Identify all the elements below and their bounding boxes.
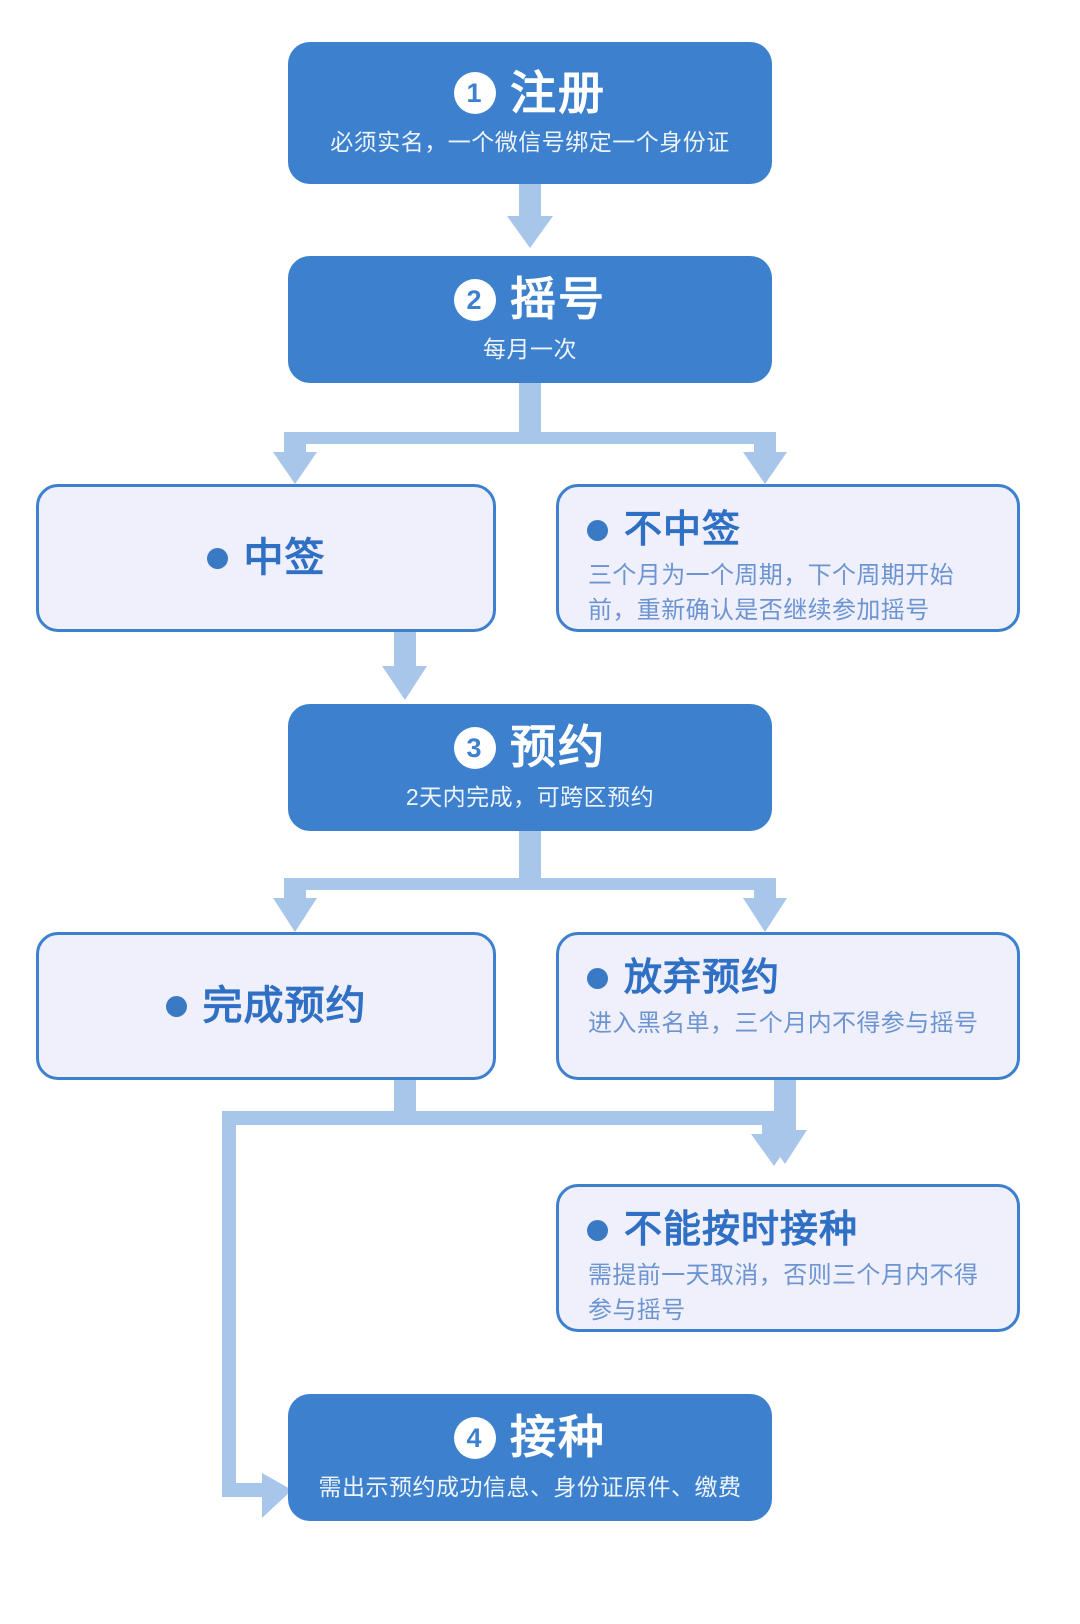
register-step-number: 1 [454, 72, 496, 115]
register-title-row: 1 注册 [454, 68, 606, 119]
appointment-done-title: 完成预约 [202, 984, 367, 1028]
lose-head: 不中签 [587, 509, 989, 551]
node-cannot-attend[interactable]: 不能按时接种 需提前一天取消，否则三个月内不得参与摇号 [556, 1184, 1020, 1332]
win-title: 中签 [243, 536, 326, 580]
win-head: 中签 [206, 536, 326, 580]
appointment-abandon-title: 放弃预约 [624, 957, 781, 999]
appointment-done-head: 完成预约 [165, 984, 367, 1028]
lottery-title: 摇号 [510, 273, 606, 326]
bullet-icon [165, 995, 187, 1017]
appointment-abandon-head: 放弃预约 [587, 957, 989, 999]
register-title: 注册 [510, 66, 606, 119]
register-subtitle: 必须实名，一个微信号绑定一个身份证 [330, 129, 730, 156]
vaccinate-subtitle: 需出示预约成功信息、身份证原件、缴费 [318, 1473, 742, 1500]
cannot-attend-head: 不能按时接种 [587, 1209, 989, 1251]
appointment-step-number: 3 [454, 726, 496, 769]
lose-inner: 不中签 三个月为一个周期，下个周期开始前，重新确认是否继续参加摇号 [559, 487, 1017, 628]
bullet-icon [587, 520, 608, 542]
edge-done-to-vaccinate [222, 1111, 292, 1518]
cannot-attend-description: 需提前一天取消，否则三个月内不得参与摇号 [588, 1261, 979, 1324]
node-appointment-done[interactable]: 完成预约 [36, 932, 496, 1080]
bullet-icon [587, 1220, 608, 1242]
cannot-attend-title: 不能按时接种 [624, 1209, 859, 1251]
edge-lottery-split [273, 382, 787, 484]
lottery-title-row: 2 摇号 [454, 274, 606, 325]
bullet-icon [587, 968, 608, 990]
appointment-title: 预约 [510, 721, 606, 774]
edge-appointment-split [273, 830, 787, 932]
vaccinate-step-number: 4 [454, 1416, 496, 1459]
lottery-subtitle: 每月一次 [483, 335, 577, 362]
node-appointment[interactable]: 3 预约 2天内完成，可跨区预约 [288, 704, 772, 831]
node-lottery[interactable]: 2 摇号 每月一次 [288, 256, 772, 383]
appointment-abandon-description: 进入黑名单，三个月内不得参与摇号 [588, 1009, 979, 1037]
edge-win-to-appointment [382, 630, 427, 700]
bullet-icon [206, 547, 228, 569]
node-vaccinate[interactable]: 4 接种 需出示预约成功信息、身份证原件、缴费 [288, 1394, 772, 1521]
node-register[interactable]: 1 注册 必须实名，一个微信号绑定一个身份证 [288, 42, 772, 184]
appointment-abandon-inner: 放弃预约 进入黑名单，三个月内不得参与摇号 [559, 935, 1017, 1042]
edge-done-to-cannot-attend [222, 1077, 796, 1166]
edge-register-to-lottery [507, 182, 553, 248]
vaccinate-title-row: 4 接种 [454, 1412, 606, 1463]
appointment-title-row: 3 预约 [454, 722, 606, 773]
vaccinate-title: 接种 [510, 1411, 606, 1464]
edge-abandon-to-cannot-attend [762, 1080, 807, 1164]
node-lose[interactable]: 不中签 三个月为一个周期，下个周期开始前，重新确认是否继续参加摇号 [556, 484, 1020, 632]
lottery-step-number: 2 [454, 278, 496, 321]
lose-description: 三个月为一个周期，下个周期开始前，重新确认是否继续参加摇号 [588, 561, 954, 624]
node-appointment-abandon[interactable]: 放弃预约 进入黑名单，三个月内不得参与摇号 [556, 932, 1020, 1080]
lose-title: 不中签 [624, 509, 742, 551]
appointment-subtitle: 2天内完成，可跨区预约 [405, 783, 655, 810]
cannot-attend-inner: 不能按时接种 需提前一天取消，否则三个月内不得参与摇号 [559, 1187, 1017, 1328]
node-win[interactable]: 中签 [36, 484, 496, 632]
